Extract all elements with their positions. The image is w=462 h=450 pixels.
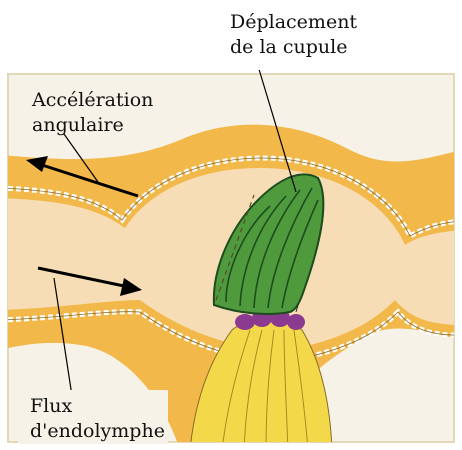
label-acceleration-line1: Accélération [31,89,153,111]
label-acceleration-line2: angulaire [32,114,124,136]
label-cupula-line1: Déplacement [230,11,357,33]
label-flow-line2: d'endolymphe [30,420,165,442]
label-flow-line1: Flux [30,395,72,417]
label-cupula-line2: de la cupule [230,36,348,58]
